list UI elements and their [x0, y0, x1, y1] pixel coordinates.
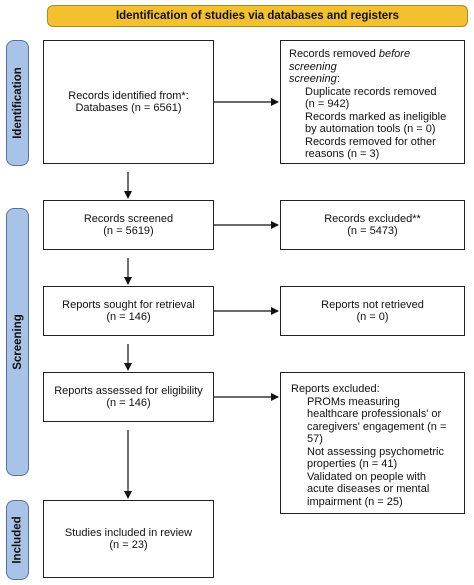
- studies-included-line1: Studies included in review: [64, 526, 193, 539]
- reports-sought-line2: (n = 146): [106, 311, 151, 323]
- reports-excluded-item: Not assessing psychometric: [307, 445, 444, 458]
- studies-included-box: Studies included in review (n = 23): [43, 500, 214, 578]
- reports-sought-line1: Reports sought for retrieval: [62, 298, 195, 311]
- reports-excluded-title: Reports excluded:: [291, 383, 380, 395]
- diagram-header: Identification of studies via databases …: [47, 5, 468, 27]
- reports-excluded-item: healthcare professionals' or: [307, 408, 442, 420]
- records-removed-title: Records removed before screening: [289, 48, 411, 73]
- reports-assessed-line2: (n = 146): [106, 397, 151, 409]
- reports-assessed-box: Reports assessed for eligibility (n = 14…: [43, 372, 214, 422]
- records-removed-item: Duplicate records removed: [305, 85, 437, 98]
- reports-excluded-item: impairment (n = 25): [307, 495, 403, 508]
- reports-excluded-item: acute diseases or mental: [307, 483, 430, 495]
- records-removed-item: Records removed for other: [305, 135, 436, 148]
- records-excluded-line2: (n = 5473): [347, 225, 398, 237]
- records-screened-line2: (n = 5619): [103, 225, 154, 237]
- records-removed-item: (n = 942): [305, 98, 350, 110]
- stage-included: Included: [6, 500, 29, 580]
- records-removed-item: Records marked as ineligible: [305, 110, 447, 123]
- header-title: Identification of studies via databases …: [115, 10, 400, 22]
- records-identified-line1: Records identified from*:: [68, 89, 189, 102]
- records-screened-box: Records screened (n = 5619): [43, 200, 214, 250]
- stage-screening: Screening: [6, 208, 29, 476]
- reports-excluded-item: caregivers' engagement (n =: [307, 420, 447, 433]
- reports-excluded-item: properties (n = 41): [307, 458, 398, 470]
- records-removed-box: Records removed before screening screeni…: [280, 40, 465, 164]
- reports-excluded-item: 57): [307, 433, 323, 445]
- reports-not-retrieved-box: Reports not retrieved (n = 0): [280, 286, 465, 336]
- reports-excluded-item: PROMs measuring: [307, 395, 400, 408]
- records-removed-item: reasons (n = 3): [305, 148, 380, 160]
- reports-excluded-box: Reports excluded: PROMs measuring health…: [280, 372, 465, 514]
- records-identified-line2: Databases (n = 6561): [75, 102, 182, 114]
- records-removed-item: by automation tools (n = 0): [305, 123, 436, 135]
- reports-not-retrieved-line1: Reports not retrieved: [321, 298, 424, 311]
- reports-assessed-line1: Reports assessed for eligibility: [54, 384, 203, 397]
- records-screened-line1: Records screened: [83, 212, 174, 225]
- reports-sought-box: Reports sought for retrieval (n = 146): [43, 286, 214, 336]
- reports-excluded-item: Validated on people with: [307, 470, 427, 483]
- reports-not-retrieved-line2: (n = 0): [356, 311, 389, 323]
- records-identified-box: Records identified from*: Databases (n =…: [43, 40, 214, 164]
- records-excluded-box: Records excluded** (n = 5473): [280, 200, 465, 250]
- records-removed-title-suffix: screening:: [289, 73, 340, 85]
- stage-identification: Identification: [6, 40, 29, 166]
- records-excluded-line1: Records excluded**: [324, 212, 421, 225]
- studies-included-line2: (n = 23): [109, 539, 148, 551]
